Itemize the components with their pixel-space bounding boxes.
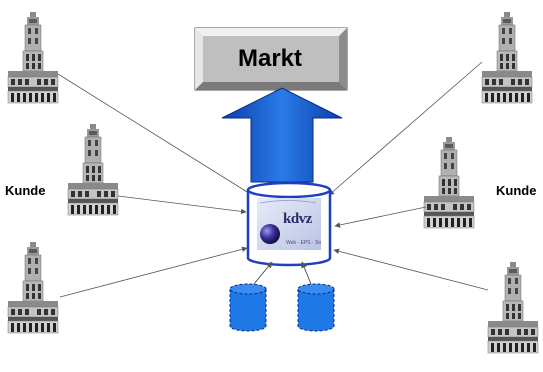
database-right-icon bbox=[297, 283, 335, 332]
customer-building-left-3-icon bbox=[7, 241, 59, 334]
logo-wordmark: kdvz bbox=[283, 211, 312, 227]
customer-building-right-1-icon bbox=[481, 11, 533, 104]
customer-building-left-1-icon bbox=[7, 11, 59, 104]
database-connectors bbox=[253, 261, 312, 285]
customer-building-right-2-icon bbox=[423, 136, 475, 229]
logo-tagline: Web · EPS · So bbox=[286, 240, 322, 246]
market-box bbox=[194, 27, 348, 91]
customer-label-right: Kunde bbox=[496, 183, 537, 198]
connector-right-3 bbox=[333, 248, 489, 291]
connector-db-right bbox=[301, 261, 312, 285]
customer-label-left: Kunde bbox=[5, 183, 46, 198]
connector-left-1 bbox=[57, 73, 253, 196]
connector-left-2 bbox=[117, 195, 247, 215]
logo-sphere-icon bbox=[260, 224, 280, 244]
server-cylinder-icon bbox=[246, 181, 332, 267]
customer-building-left-2-icon bbox=[67, 123, 119, 216]
customer-connectors bbox=[57, 61, 489, 298]
database-left-icon bbox=[229, 283, 267, 332]
customer-building-right-3-icon bbox=[487, 261, 539, 354]
market-label: Markt bbox=[237, 45, 303, 72]
connector-db-left bbox=[253, 261, 273, 285]
connector-left-3 bbox=[59, 246, 248, 298]
connector-right-1 bbox=[328, 61, 483, 196]
upload-arrow-icon bbox=[221, 87, 343, 183]
connector-right-2 bbox=[334, 206, 427, 228]
